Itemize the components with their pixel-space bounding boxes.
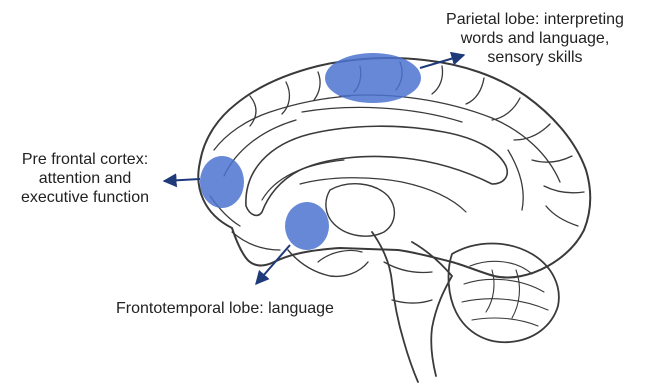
parietal-highlight <box>325 53 421 103</box>
prefrontal-cortex-label: Pre frontal cortex: attention and execut… <box>0 150 170 207</box>
frontotemporal-label-line-1: Frontotemporal lobe: language <box>80 299 370 318</box>
parietal-label-line-1: Parietal lobe: interpreting <box>420 10 647 29</box>
prefrontal-highlight <box>200 156 244 208</box>
parietal-label-line-3: sensory skills <box>420 48 647 67</box>
frontotemporal-lobe-label: Frontotemporal lobe: language <box>80 299 370 318</box>
prefrontal-label-line-2: attention and <box>0 169 170 188</box>
cerebellum-outline <box>449 244 559 343</box>
corpus-callosum <box>246 126 507 215</box>
frontotemporal-highlight <box>285 202 329 250</box>
parietal-label-line-2: words and language, <box>420 29 647 48</box>
frontotemporal-arrow <box>256 245 290 284</box>
prefrontal-label-line-1: Pre frontal cortex: <box>0 150 170 169</box>
brainstem-outline <box>372 232 452 382</box>
parietal-lobe-label: Parietal lobe: interpreting words and la… <box>420 10 647 67</box>
prefrontal-label-line-3: executive function <box>0 188 170 207</box>
